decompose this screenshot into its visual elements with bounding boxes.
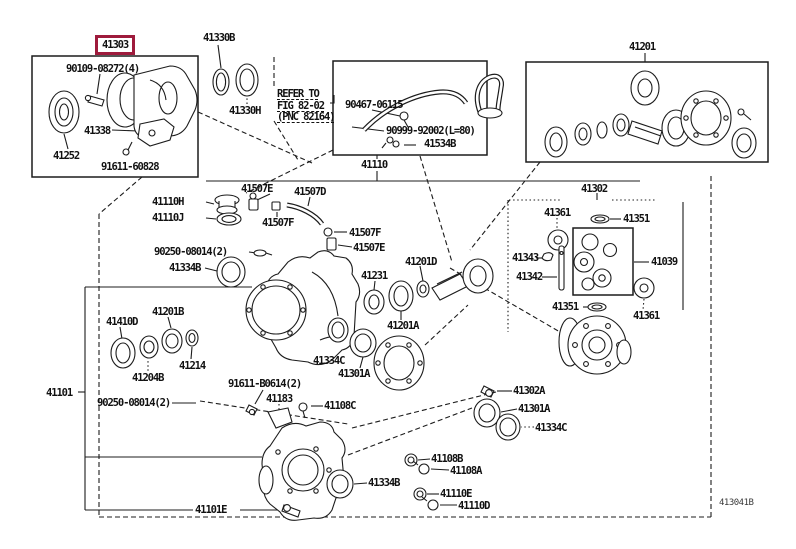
center-pinion-drawing [327, 258, 494, 391]
breather-hose-drawing [362, 73, 504, 149]
part-label-41301A-right[interactable]: 41301A [518, 403, 550, 415]
part-label-41330H[interactable]: 41330H [229, 105, 261, 117]
part-label-41507E-top[interactable]: 41507E [241, 183, 273, 195]
part-label-41201[interactable]: 41201 [629, 41, 656, 53]
refer-note-line3: (PNC 82164) [277, 111, 336, 124]
part-label-91611-60828[interactable]: 91611-60828 [101, 161, 160, 173]
part-label-41351-bottom[interactable]: 41351 [552, 301, 579, 313]
part-label-41507F-right[interactable]: 41507F [349, 227, 381, 239]
part-label-90250-08014-bottom[interactable]: 90250-08014(2) [97, 397, 171, 409]
refer-note-line2: FIG 82-02 [277, 99, 325, 112]
plug-hardware-drawing [404, 453, 439, 511]
part-label-41410D[interactable]: 41410D [106, 316, 138, 328]
part-label-41101[interactable]: 41101 [46, 387, 73, 399]
refer-note-link[interactable]: REFER TO FIG 82-02 (PNC 82164) [277, 88, 336, 124]
part-label-41534B[interactable]: 41534B [424, 138, 456, 150]
box-drive-pinion [525, 61, 769, 163]
part-label-41110J[interactable]: 41110J [152, 212, 184, 224]
part-label-41507F-left[interactable]: 41507F [262, 217, 294, 229]
part-label-91611-B0614[interactable]: 91611-B0614(2) [228, 378, 302, 390]
part-label-41201B[interactable]: 41201B [152, 306, 184, 318]
part-label-41204B[interactable]: 41204B [132, 372, 164, 384]
part-label-90467-06115[interactable]: 90467-06115 [345, 99, 404, 111]
part-label-41303-highlight[interactable]: 41303 [95, 35, 136, 55]
part-label-41330B[interactable]: 41330B [203, 32, 235, 44]
part-label-41343[interactable]: 41343 [512, 252, 539, 264]
part-label-41201D[interactable]: 41201D [405, 256, 437, 268]
part-label-41214[interactable]: 41214 [179, 360, 206, 372]
part-label-41183[interactable]: 41183 [266, 393, 293, 405]
part-label-41507E-right[interactable]: 41507E [353, 242, 385, 254]
part-label-41334B-bottom[interactable]: 41334B [368, 477, 400, 489]
o-rings-41330-drawing [212, 63, 259, 97]
diagram-code: 413041B [719, 498, 754, 508]
part-label-41351-top[interactable]: 41351 [623, 213, 650, 225]
part-label-41334C-left[interactable]: 41334C [313, 355, 345, 367]
part-label-41338[interactable]: 41338 [84, 125, 111, 137]
part-label-41301A-left[interactable]: 41301A [338, 368, 370, 380]
bracket-lines [78, 53, 655, 511]
side-bearing-row-drawing [110, 328, 199, 369]
part-label-41108C[interactable]: 41108C [324, 400, 356, 412]
part-label-41039[interactable]: 41039 [651, 256, 678, 268]
part-label-90999-92002[interactable]: 90999-92002(L=80) [386, 125, 476, 137]
part-label-41110[interactable]: 41110 [361, 159, 388, 171]
part-label-41231[interactable]: 41231 [361, 270, 388, 282]
part-label-41101E[interactable]: 41101E [195, 504, 227, 516]
part-label-90250-08014-top[interactable]: 90250-08014(2) [154, 246, 228, 258]
diff-gear-kit-drawing [541, 214, 655, 312]
part-label-41110E[interactable]: 41110E [440, 488, 472, 500]
part-label-41201A[interactable]: 41201A [387, 320, 419, 332]
refer-note-line1: REFER TO [277, 88, 320, 100]
box-diff-gear-kit [572, 227, 634, 296]
part-label-41110D[interactable]: 41110D [458, 500, 490, 512]
part-label-41108A[interactable]: 41108A [450, 465, 482, 477]
part-label-41334B-top[interactable]: 41334B [169, 262, 201, 274]
part-label-41302[interactable]: 41302 [581, 183, 608, 195]
part-label-41108B[interactable]: 41108B [431, 453, 463, 465]
carrier-subassy-drawing [48, 65, 198, 156]
part-label-41110H[interactable]: 41110H [152, 196, 184, 208]
part-label-41302A[interactable]: 41302A [513, 385, 545, 397]
part-label-41507D[interactable]: 41507D [294, 186, 326, 198]
part-label-41334C-right[interactable]: 41334C [535, 422, 567, 434]
part-label-90109-08272[interactable]: 90109-08272(4) [66, 63, 140, 75]
lower-cover-drawing [245, 402, 354, 521]
box-carrier-subassy [31, 55, 199, 178]
part-label-41361-bottom[interactable]: 41361 [633, 310, 660, 322]
part-label-41252[interactable]: 41252 [53, 150, 80, 162]
part-label-41361-top[interactable]: 41361 [544, 207, 571, 219]
dashed-boundaries [98, 57, 712, 518]
diff-case-drawing [473, 315, 632, 441]
part-label-41342[interactable]: 41342 [516, 271, 543, 283]
drive-pinion-kit-drawing [544, 70, 757, 159]
